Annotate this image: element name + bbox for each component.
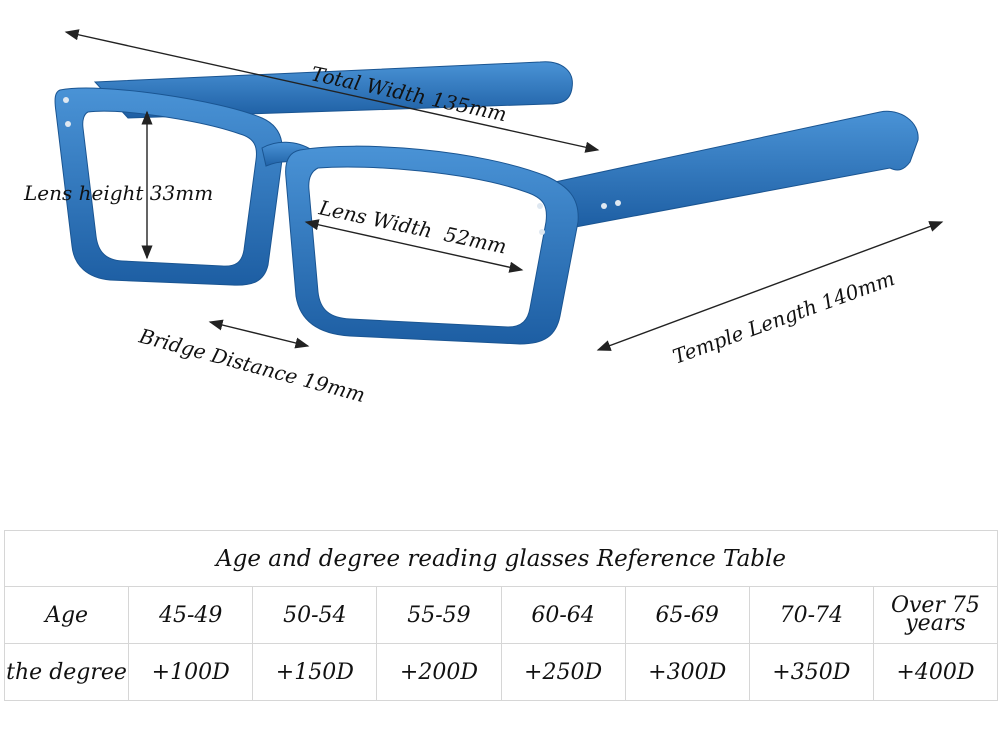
temple-rivet-icon — [601, 203, 607, 209]
degree-cell: +200D — [376, 643, 502, 701]
hinge-rivet-icon — [63, 97, 69, 103]
lens-height-label: Lens height 33mm — [23, 181, 213, 205]
age-cell: Over 75 years — [872, 586, 999, 644]
degree-row-label: the degree — [3, 643, 130, 701]
degree-cell: +300D — [624, 643, 750, 701]
age-row-label: Age — [3, 586, 130, 644]
reference-table: Age and degree reading glasses Reference… — [3, 530, 999, 701]
degree-cell: +100D — [128, 643, 254, 701]
bridge-distance-label: Bridge Distance 19mm — [136, 323, 368, 407]
bridge-distance-arrow — [208, 319, 310, 349]
age-row: Age 45-49 50-54 55-59 60-64 65-69 70-74 … — [3, 586, 999, 644]
degree-cell: +350D — [748, 643, 874, 701]
age-cell: 60-64 — [500, 586, 626, 644]
age-cell: 55-59 — [376, 586, 502, 644]
degree-cell: +400D — [872, 643, 999, 701]
lens-width-arrow — [304, 219, 524, 273]
age-cell: 65-69 — [624, 586, 750, 644]
age-cell: 70-74 — [748, 586, 874, 644]
hinge-rivet-icon — [537, 203, 543, 209]
age-cell: 50-54 — [252, 586, 378, 644]
degree-row: the degree +100D +150D +200D +250D +300D… — [3, 643, 999, 701]
glasses-diagram: Total Width 135mm Lens height 33mm Lens … — [23, 29, 944, 407]
age-cell: 45-49 — [128, 586, 254, 644]
table-title-row: Age and degree reading glasses Reference… — [4, 530, 998, 587]
right-temple-arm — [554, 110, 919, 229]
hinge-rivet-icon — [65, 121, 71, 127]
degree-cell: +150D — [252, 643, 378, 701]
total-width-arrow — [64, 29, 600, 153]
hinge-rivet-icon — [539, 229, 545, 235]
temple-length-arrow — [596, 221, 944, 351]
degree-cell: +250D — [500, 643, 626, 701]
table-title: Age and degree reading glasses Reference… — [4, 530, 998, 587]
lens-reflection — [100, 128, 130, 220]
temple-rivet-icon — [615, 200, 621, 206]
right-lens-frame — [285, 145, 579, 345]
